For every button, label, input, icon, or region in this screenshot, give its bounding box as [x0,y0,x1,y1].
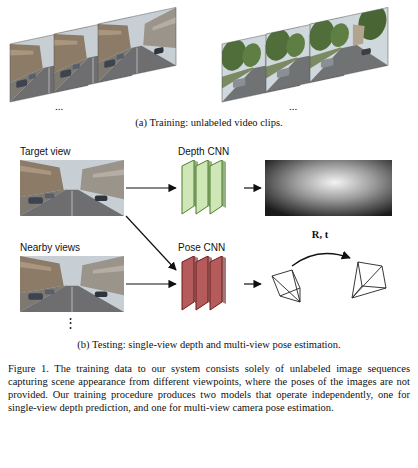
cnn-layers [178,160,240,216]
vertical-ellipsis: ⋮ [60,315,80,331]
ellipsis: ... [278,100,308,112]
node-label: Nearby views [20,242,80,253]
pose-cnn: Pose CNN [178,256,240,312]
depth-cnn: Depth CNN [178,160,240,216]
photo [20,256,124,312]
figure-caption: Figure 1. The training data to our syste… [8,362,410,415]
ellipsis: ... [44,100,74,112]
subcaption: (b) Testing: single-view depth and multi… [0,339,418,350]
nearby-image: Nearby views [20,256,124,312]
arrow [126,187,176,188]
target-image: Target view [20,160,124,216]
arrow [126,283,176,284]
subcaption: (a) Training: unlabeled video clips. [0,117,418,128]
cnn-layers [178,256,240,312]
node-label: Depth CNN [178,146,229,157]
transform-label: R, t [302,229,338,240]
node-label: Pose CNN [178,242,225,253]
photo [20,160,124,216]
node-label: Target view [20,146,71,157]
arrow [126,216,176,270]
